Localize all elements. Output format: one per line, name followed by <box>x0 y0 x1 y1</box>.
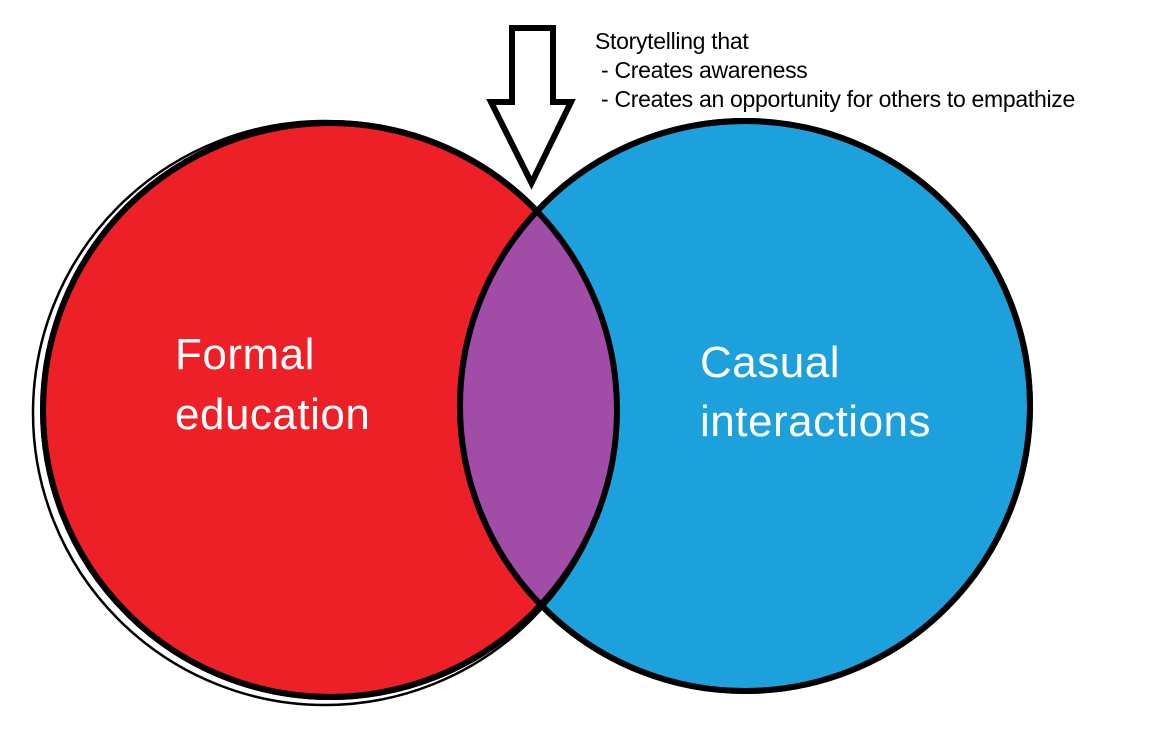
annotation-line-3: - Creates an opportunity for others to e… <box>601 86 1075 112</box>
right-circle-label-line-2: interactions <box>700 397 931 446</box>
left-circle-label-line-1: Formal <box>175 330 315 379</box>
right-circle-outline <box>457 118 1033 694</box>
annotation-line-1: Storytelling that <box>595 28 749 54</box>
right-circle-label-line-1: Casual <box>700 338 840 387</box>
left-circle-label-line-2: education <box>175 390 370 439</box>
left-circle-handdrawn-stroke <box>31 119 619 707</box>
down-block-arrow-icon <box>486 25 576 190</box>
annotation-line-2: - Creates awareness <box>601 57 808 83</box>
